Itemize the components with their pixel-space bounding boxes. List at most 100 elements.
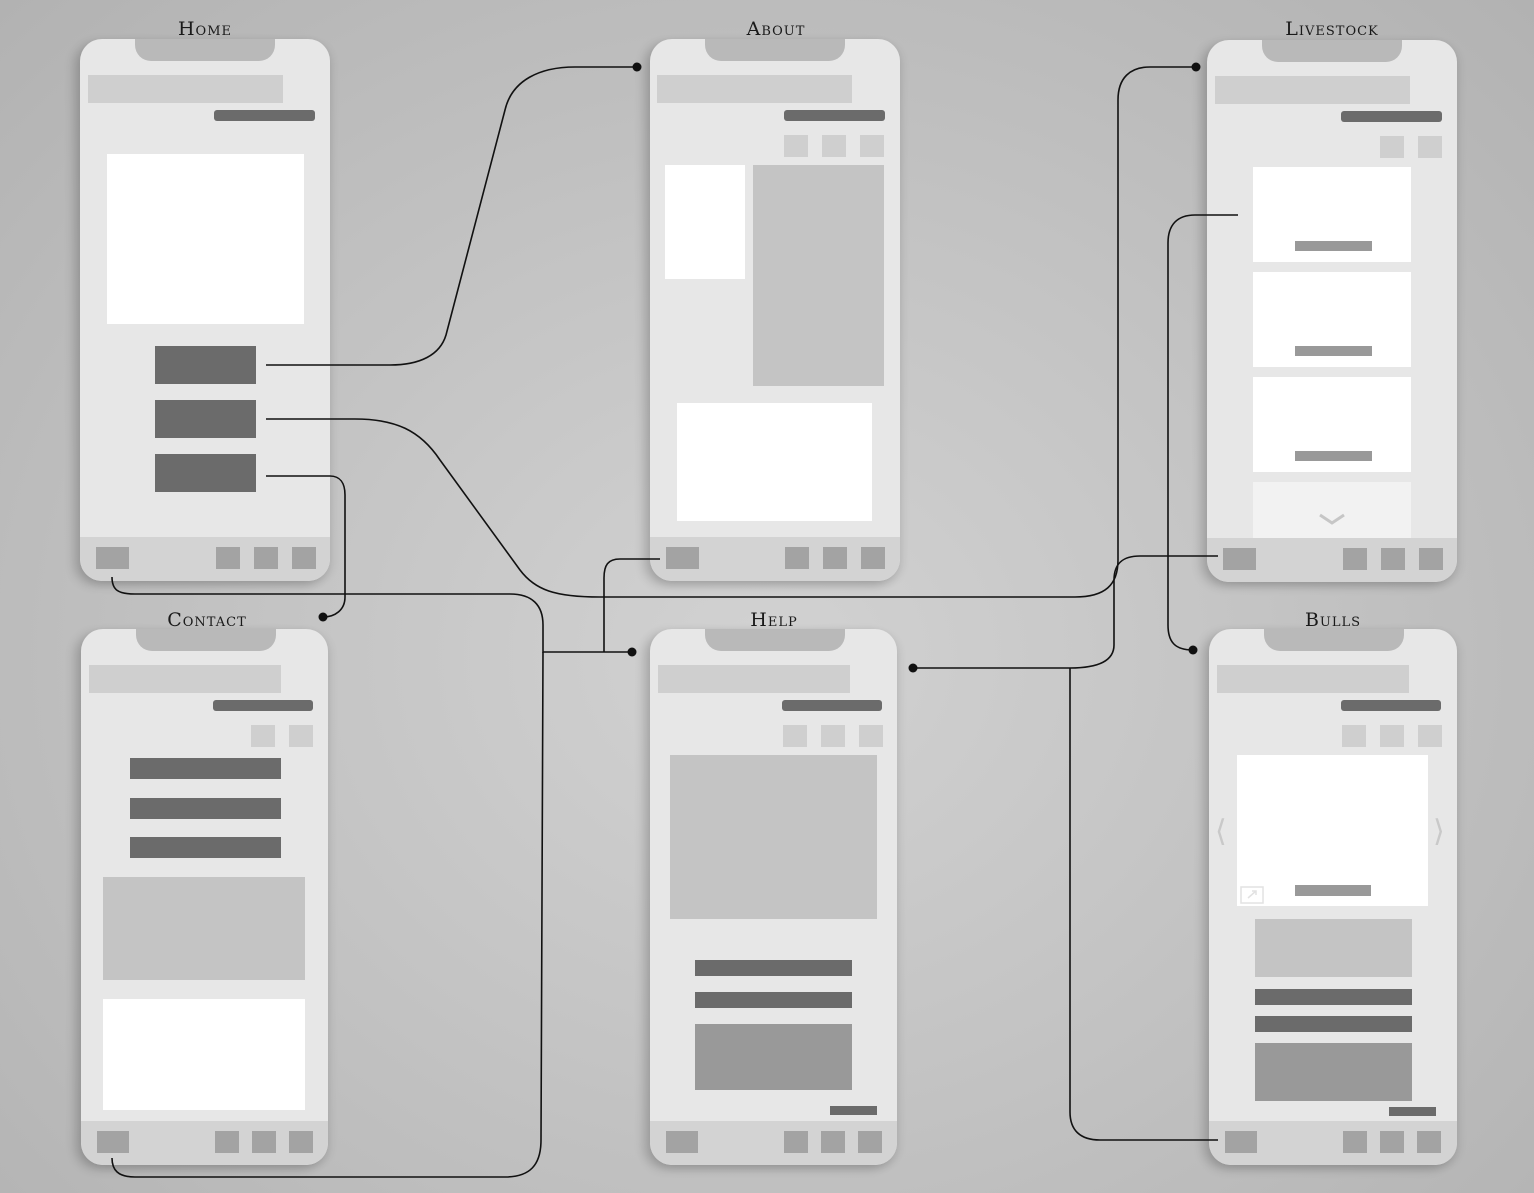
toolbar-square[interactable] [783,725,807,747]
nav-link-bar[interactable] [782,700,882,711]
footer-icon-button[interactable] [1343,548,1367,570]
toolbar-square[interactable] [784,135,808,157]
footer-icon-button[interactable] [858,1131,882,1153]
phone-notch [705,39,845,61]
footer-bar [1209,1121,1457,1165]
small-link-bar[interactable] [1389,1107,1436,1116]
toolbar-square[interactable] [289,725,313,747]
toolbar-square[interactable] [1380,725,1404,747]
toolbar-square[interactable] [859,725,883,747]
connector-home-contact [266,475,346,618]
footer-icon-button[interactable] [252,1131,276,1153]
home-button-1[interactable] [155,346,256,384]
phone-notch [135,39,275,61]
screen-title-about: About [746,18,806,40]
hero-image-placeholder [107,154,304,324]
detail-bar [1255,989,1412,1005]
home-button-3[interactable] [155,454,256,492]
load-more-panel[interactable] [1253,482,1411,542]
footer-icon-button[interactable] [1419,548,1443,570]
footer-bar [650,1121,897,1165]
footer-icon-button[interactable] [785,547,809,569]
gallery-image-placeholder [1237,755,1428,906]
profile-image-placeholder [665,165,745,279]
screen-title-help: Help [750,609,798,631]
footer-icon-button[interactable] [821,1131,845,1153]
chevron-right-icon[interactable]: ⟩ [1433,814,1445,849]
footer-home-button[interactable] [97,1131,129,1153]
footer-home-button[interactable] [1223,548,1256,570]
footer-icon-button[interactable] [254,547,278,569]
nav-link-bar[interactable] [784,110,885,121]
header-bar [88,75,283,103]
phone-notch [1262,40,1402,62]
footer-icon-button[interactable] [784,1131,808,1153]
faq-item-bar[interactable] [695,960,852,976]
nav-link-bar[interactable] [214,110,315,121]
map-placeholder [103,999,305,1110]
screen-title-bulls: Bulls [1304,609,1362,631]
about-screen [650,39,900,581]
contact-screen [81,629,328,1165]
toolbar-square[interactable] [822,135,846,157]
header-bar [1215,76,1410,104]
toolbar-square[interactable] [821,725,845,747]
toolbar-square[interactable] [1418,136,1442,158]
footer-icon-button[interactable] [823,547,847,569]
image-placeholder [677,403,872,521]
footer-bar [650,537,900,581]
livestock-card-1[interactable] [1253,167,1411,262]
chevron-left-icon[interactable]: ⟨ [1215,814,1227,849]
connector-livestock-card-bulls [1167,214,1238,651]
nav-link-bar[interactable] [1341,111,1442,122]
image-caption-bar [1295,885,1371,896]
toolbar-square[interactable] [1342,725,1366,747]
connector-home-about [266,66,637,366]
footer-icon-button[interactable] [1417,1131,1441,1153]
home-screen [80,39,330,581]
footer-icon-button[interactable] [216,547,240,569]
footer-icon-button[interactable] [289,1131,313,1153]
bulls-screen: ⟨ ⟩ [1209,629,1457,1165]
nav-link-bar[interactable] [1341,700,1441,711]
footer-icon-button[interactable] [1381,548,1405,570]
footer-icon-button[interactable] [1343,1131,1367,1153]
footer-bar [81,1121,328,1165]
footer-icon-button[interactable] [1380,1131,1404,1153]
footer-icon-button[interactable] [215,1131,239,1153]
home-button-2[interactable] [155,400,256,438]
footer-home-button[interactable] [96,547,129,569]
phone-notch [1264,629,1404,651]
header-bar [658,665,850,693]
phone-notch [136,629,276,651]
form-field-bar[interactable] [130,758,281,779]
toolbar-square[interactable] [1418,725,1442,747]
footer-bar [1207,538,1457,582]
card-caption-bar [1295,241,1372,251]
form-field-bar[interactable] [130,798,281,819]
footer-home-button[interactable] [1225,1131,1257,1153]
toolbar-square[interactable] [860,135,884,157]
livestock-card-2[interactable] [1253,272,1411,367]
footer-icon-button[interactable] [292,547,316,569]
details-placeholder [1255,919,1412,977]
phone-notch [705,629,845,651]
small-link-bar[interactable] [830,1106,877,1115]
form-box-placeholder[interactable] [695,1024,852,1090]
footer-icon-button[interactable] [861,547,885,569]
screen-title-livestock: Livestock [1285,18,1379,40]
expand-icon[interactable] [1240,886,1264,904]
livestock-card-3[interactable] [1253,377,1411,472]
content-placeholder [670,755,877,919]
message-area-placeholder[interactable] [103,877,305,980]
nav-link-bar[interactable] [213,700,313,711]
livestock-screen [1207,40,1457,582]
connector-home-footer-help [111,576,632,653]
toolbar-square[interactable] [1380,136,1404,158]
footer-home-button[interactable] [666,547,699,569]
faq-item-bar[interactable] [695,992,852,1008]
form-field-bar[interactable] [130,837,281,858]
toolbar-square[interactable] [251,725,275,747]
footer-home-button[interactable] [666,1131,698,1153]
card-caption-bar [1295,451,1372,461]
